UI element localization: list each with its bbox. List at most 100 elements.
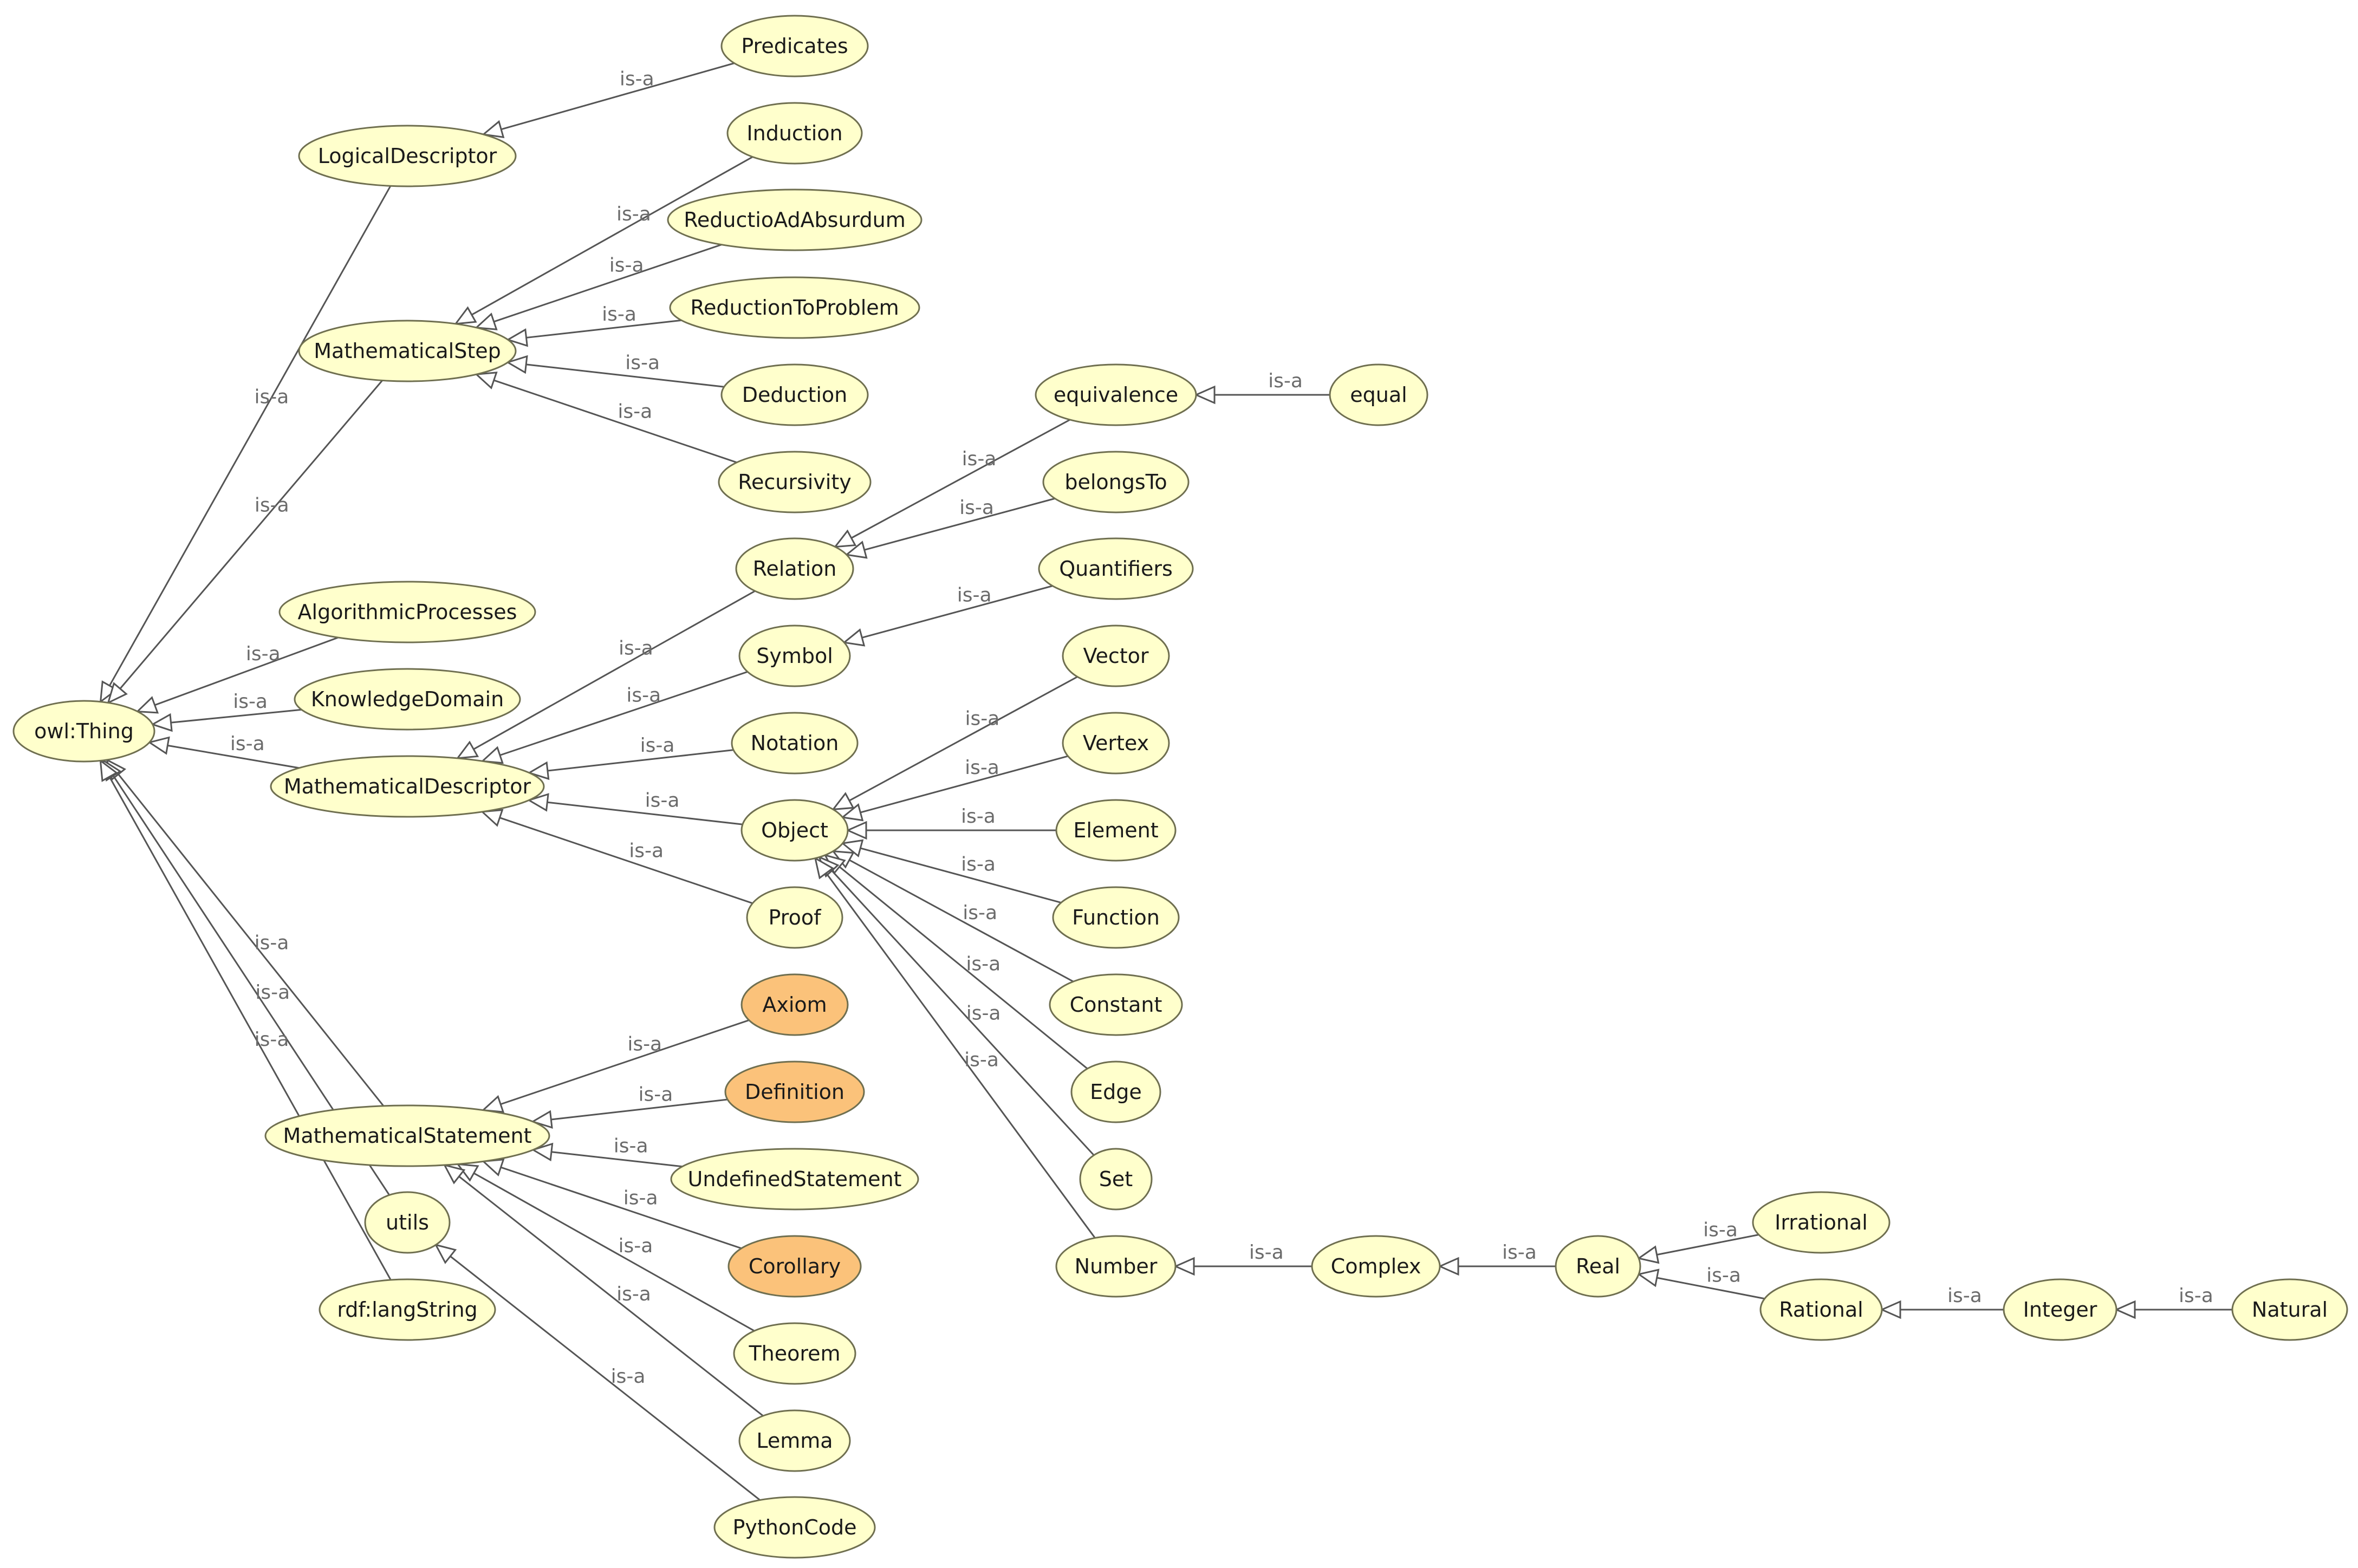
node-ellipse[interactable] [364, 1191, 451, 1254]
node-algorithmic-processes[interactable]: AlgorithmicProcesses [278, 581, 536, 643]
node-owl-thing[interactable]: owl:Thing [12, 700, 155, 763]
node-ellipse[interactable] [270, 755, 545, 818]
node-predicates[interactable]: Predicates [720, 15, 869, 77]
node-ellipse[interactable] [2231, 1278, 2348, 1341]
node-ellipse[interactable] [2003, 1278, 2117, 1341]
node-ellipse[interactable] [1752, 1191, 1891, 1254]
node-equivalence[interactable]: equivalence [1035, 363, 1197, 426]
node-theorem[interactable]: Theorem [733, 1322, 856, 1385]
node-ellipse[interactable] [1062, 624, 1170, 687]
node-ellipse[interactable] [720, 15, 869, 77]
node-recursivity[interactable]: Recursivity [718, 451, 872, 513]
node-ellipse[interactable] [294, 668, 521, 731]
node-belongs-to[interactable]: belongsTo [1042, 451, 1190, 513]
node-notation[interactable]: Notation [731, 712, 859, 775]
node-ellipse[interactable] [735, 537, 854, 600]
node-reduction-to-problem[interactable]: ReductionToProblem [669, 276, 920, 339]
node-function[interactable]: Function [1052, 886, 1180, 949]
node-axiom[interactable]: Axiom [740, 973, 849, 1036]
node-ellipse[interactable] [1329, 363, 1428, 426]
node-vector[interactable]: Vector [1062, 624, 1170, 687]
node-ellipse[interactable] [298, 125, 517, 187]
node-ellipse[interactable] [319, 1278, 496, 1341]
node-undefined-statement[interactable]: UndefinedStatement [670, 1148, 919, 1211]
node-irrational[interactable]: Irrational [1752, 1191, 1891, 1254]
node-knowledge-domain[interactable]: KnowledgeDomain [294, 668, 521, 731]
node-integer[interactable]: Integer [2003, 1278, 2117, 1341]
node-quantifiers[interactable]: Quantifiers [1038, 537, 1194, 600]
node-mathematical-statement[interactable]: MathematicalStatement [264, 1104, 550, 1167]
node-ellipse[interactable] [731, 712, 859, 775]
node-definition[interactable]: Definition [724, 1060, 865, 1123]
node-ellipse[interactable] [1055, 1235, 1177, 1298]
node-ellipse[interactable] [1042, 451, 1190, 513]
node-natural[interactable]: Natural [2231, 1278, 2348, 1341]
node-rdf-lang-string[interactable]: rdf:langString [319, 1278, 496, 1341]
node-ellipse[interactable] [1049, 973, 1183, 1036]
node-complex[interactable]: Complex [1311, 1235, 1441, 1298]
node-symbol[interactable]: Symbol [738, 624, 851, 687]
node-equal[interactable]: equal [1329, 363, 1428, 426]
node-ellipse[interactable] [1038, 537, 1194, 600]
node-ellipse[interactable] [667, 188, 923, 251]
node-ellipse[interactable] [12, 700, 155, 763]
node-ellipse[interactable] [1062, 712, 1170, 775]
node-object[interactable]: Object [740, 799, 849, 862]
node-python-code[interactable]: PythonCode [713, 1496, 876, 1559]
node-corollary[interactable]: Corollary [727, 1235, 862, 1298]
node-ellipse[interactable] [713, 1496, 876, 1559]
node-ellipse[interactable] [1070, 1060, 1161, 1123]
node-ellipse[interactable] [670, 1148, 919, 1211]
node-ellipse[interactable] [1055, 799, 1177, 862]
node-ellipse[interactable] [727, 1235, 862, 1298]
node-reductio-ad-absurdum[interactable]: ReductioAdAbsurdum [667, 188, 923, 251]
node-vertex[interactable]: Vertex [1062, 712, 1170, 775]
node-label: owl:Thing [34, 719, 134, 743]
node-mathematical-descriptor[interactable]: MathematicalDescriptor [270, 755, 545, 818]
node-ellipse[interactable] [669, 276, 920, 339]
node-ellipse[interactable] [740, 799, 849, 862]
node-ellipse[interactable] [724, 1060, 865, 1123]
node-logical-descriptor[interactable]: LogicalDescriptor [298, 125, 517, 187]
node-ellipse[interactable] [278, 581, 536, 643]
edge-constant-to-object: is-a [831, 850, 1074, 983]
node-element[interactable]: Element [1055, 799, 1177, 862]
edge-line [493, 244, 722, 323]
node-label: MathematicalDescriptor [284, 775, 531, 798]
node-label: Quantifiers [1059, 557, 1173, 581]
node-utils[interactable]: utils [364, 1191, 451, 1254]
node-ellipse[interactable] [738, 624, 851, 687]
node-ellipse[interactable] [1555, 1235, 1641, 1298]
node-ellipse[interactable] [264, 1104, 550, 1167]
node-proof[interactable]: Proof [746, 886, 843, 949]
edge-line [501, 62, 735, 131]
node-rational[interactable]: Rational [1759, 1278, 1883, 1341]
node-edge[interactable]: Edge [1070, 1060, 1161, 1123]
node-ellipse[interactable] [1052, 886, 1180, 949]
node-ellipse[interactable] [1035, 363, 1197, 426]
node-set[interactable]: Set [1079, 1148, 1153, 1211]
node-ellipse[interactable] [733, 1322, 856, 1385]
edge-label: is-a [619, 1235, 653, 1257]
node-ellipse[interactable] [1759, 1278, 1883, 1341]
node-ellipse[interactable] [740, 973, 849, 1036]
node-induction[interactable]: Induction [726, 102, 863, 165]
node-ellipse[interactable] [718, 451, 872, 513]
node-label: Corollary [749, 1254, 841, 1278]
node-deduction[interactable]: Deduction [720, 363, 869, 426]
arrowhead-icon [833, 529, 857, 548]
node-constant[interactable]: Constant [1049, 973, 1183, 1036]
node-ellipse[interactable] [726, 102, 863, 165]
node-ellipse[interactable] [1311, 1235, 1441, 1298]
node-ellipse[interactable] [720, 363, 869, 426]
node-lemma[interactable]: Lemma [738, 1409, 851, 1472]
node-real[interactable]: Real [1555, 1235, 1641, 1298]
node-relation[interactable]: Relation [735, 537, 854, 600]
node-ellipse[interactable] [738, 1409, 851, 1472]
edge-vector-to-object: is-a [831, 676, 1078, 811]
node-number[interactable]: Number [1055, 1235, 1177, 1298]
node-ellipse[interactable] [1079, 1148, 1153, 1211]
node-ellipse[interactable] [298, 320, 517, 382]
node-ellipse[interactable] [746, 886, 843, 949]
node-mathematical-step[interactable]: MathematicalStep [298, 320, 517, 382]
